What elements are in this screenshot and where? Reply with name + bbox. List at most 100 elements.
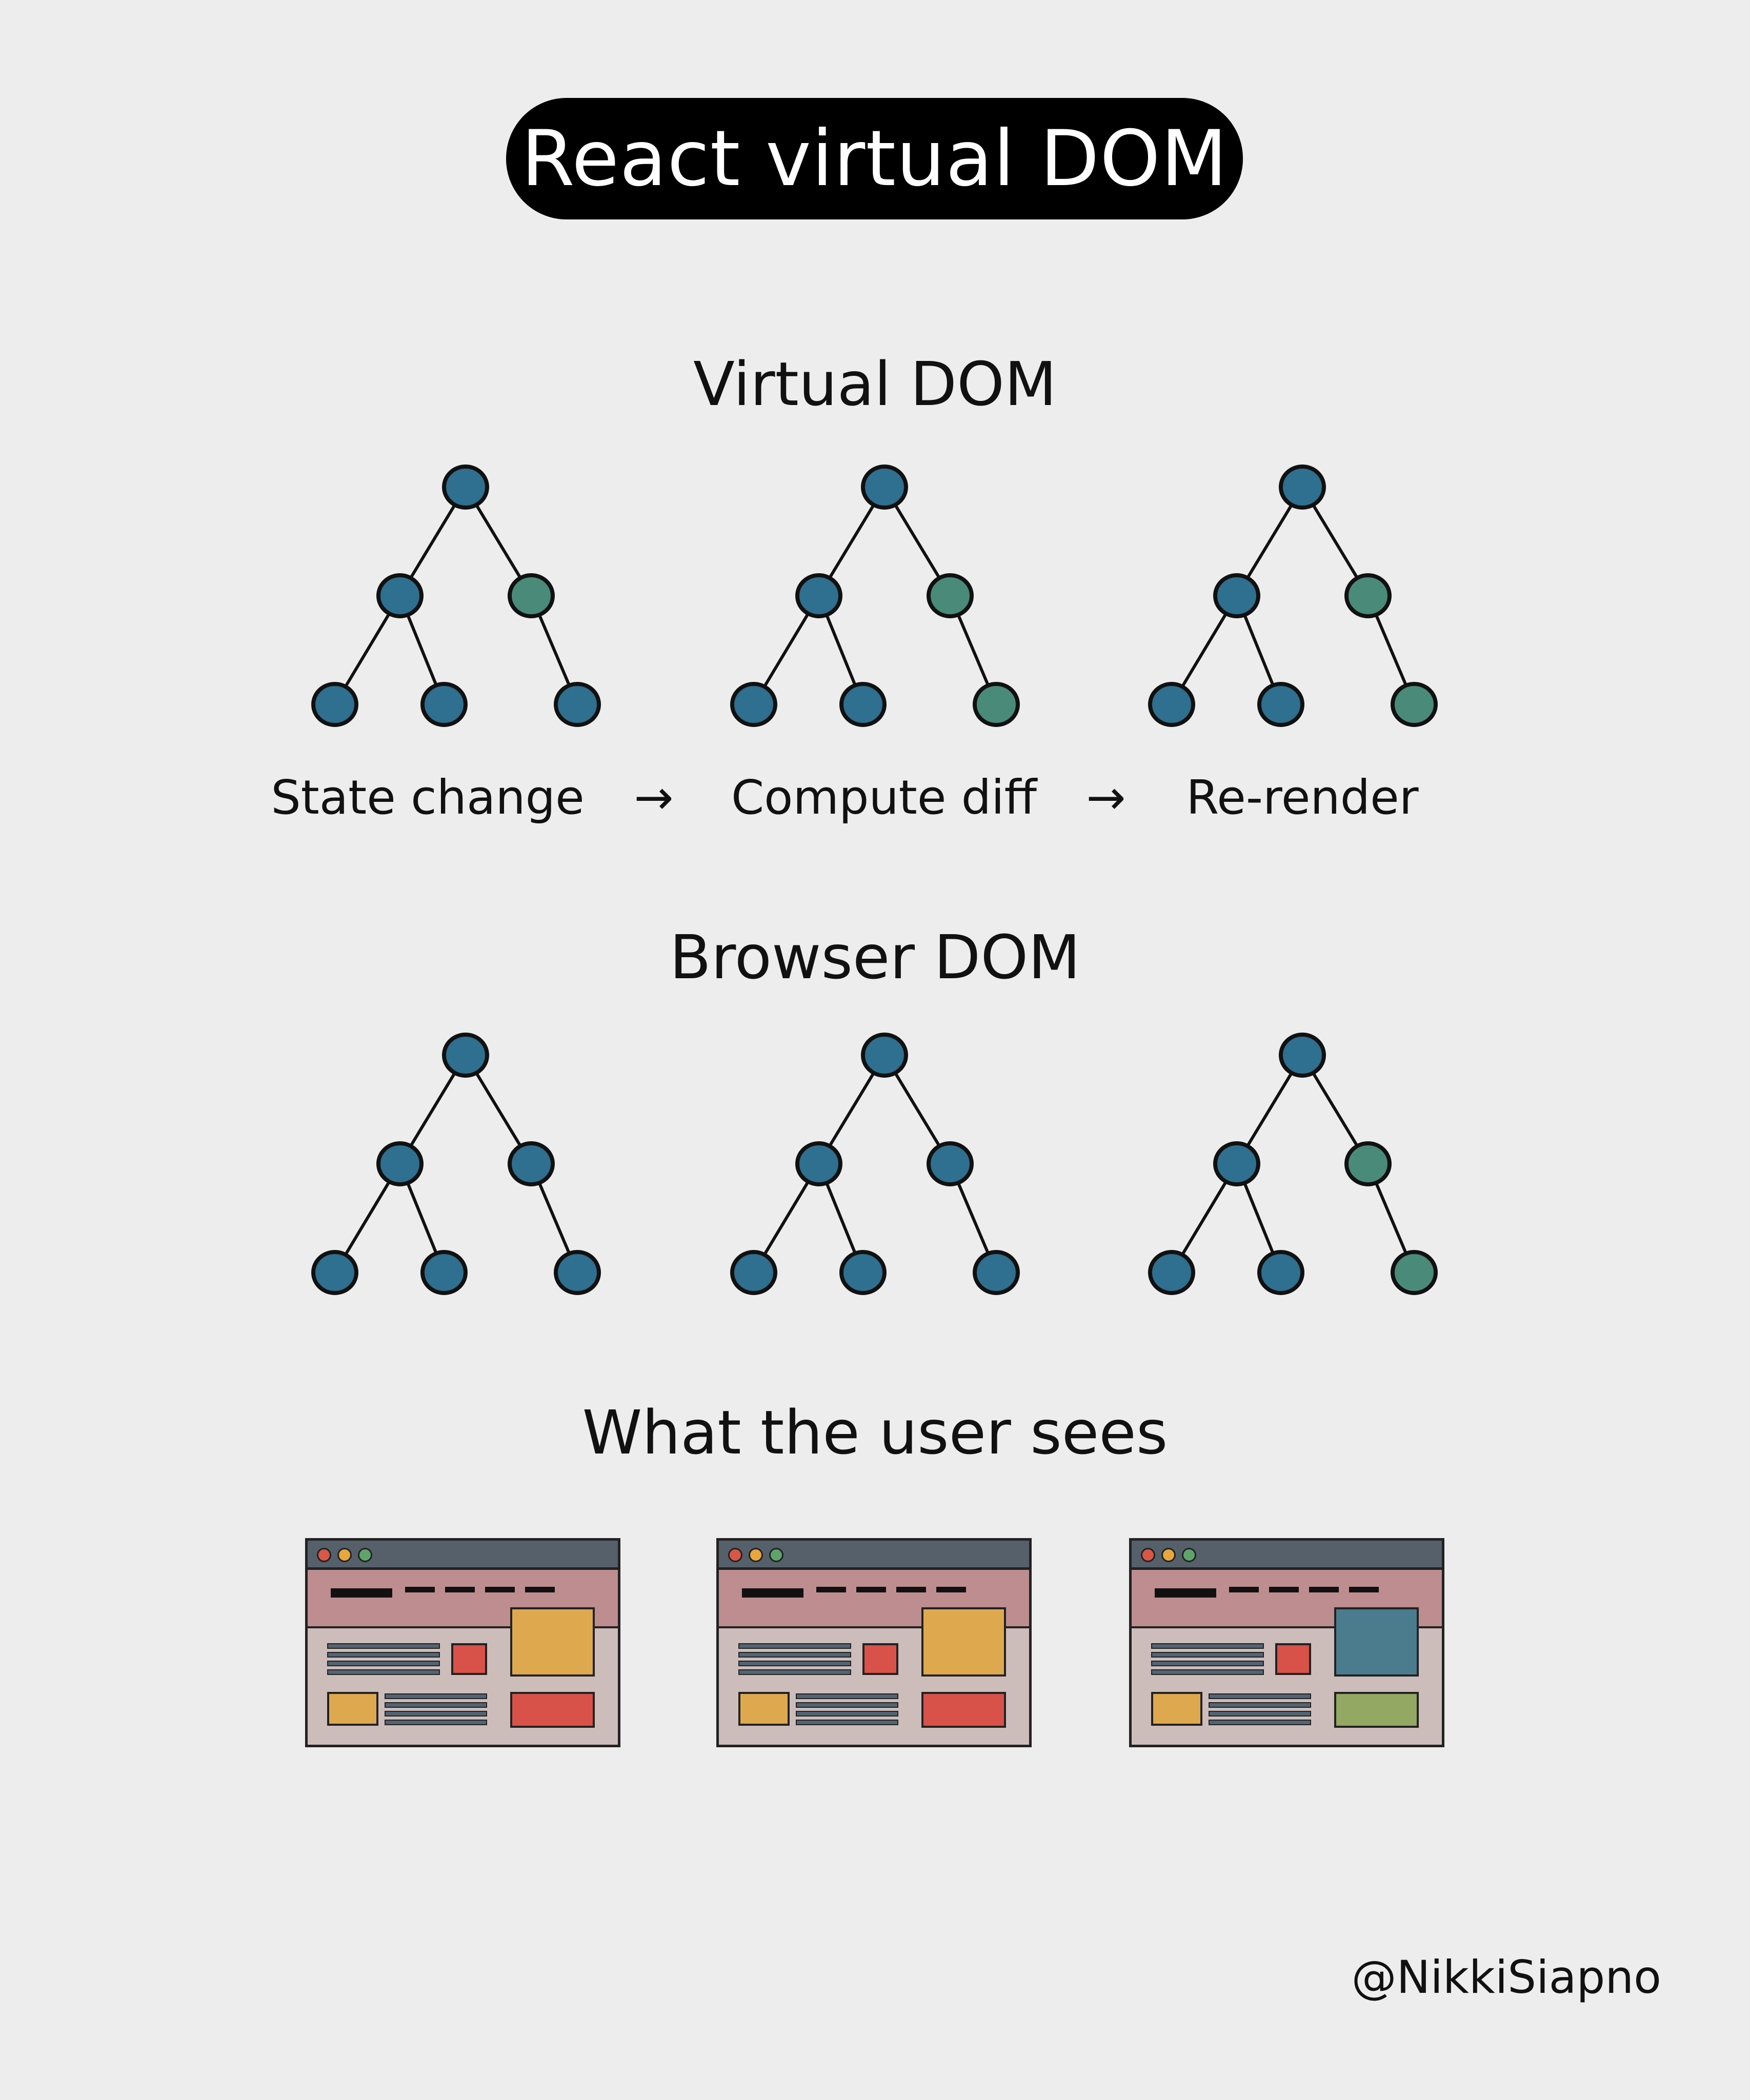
leaf-node-b	[839, 682, 887, 727]
nav-placeholder	[856, 1587, 886, 1592]
root-node	[442, 465, 489, 510]
dom-tree	[730, 465, 1020, 727]
nav-placeholder	[896, 1587, 926, 1592]
leaf-node-b	[420, 682, 468, 727]
dom-tree	[311, 465, 601, 727]
nav-placeholder	[445, 1587, 475, 1592]
nav-placeholder	[1349, 1587, 1379, 1592]
logo-placeholder	[1155, 1588, 1216, 1598]
nav-placeholder	[485, 1587, 515, 1592]
root-node	[861, 1033, 908, 1078]
hero-block	[1334, 1607, 1419, 1677]
accent-block	[510, 1692, 595, 1728]
window-titlebar	[1132, 1541, 1442, 1570]
maximize-dot-icon	[1182, 1548, 1196, 1562]
child-node-left	[1213, 1141, 1260, 1186]
dom-tree	[311, 1033, 601, 1295]
child-node-left	[1213, 573, 1260, 618]
user-view-heading: What the user sees	[582, 1397, 1168, 1468]
small-block	[862, 1643, 898, 1675]
text-lines	[738, 1643, 851, 1678]
step-compute-diff: Compute diff	[731, 770, 1037, 825]
child-node-right	[927, 1141, 974, 1186]
leaf-node-b	[420, 1250, 468, 1295]
virtual-dom-heading: Virtual DOM	[693, 349, 1057, 419]
text-lines	[327, 1643, 440, 1678]
dom-tree	[1148, 1033, 1438, 1295]
leaf-node-a	[1148, 682, 1195, 727]
root-node	[1279, 1033, 1326, 1078]
close-dot-icon	[728, 1548, 742, 1562]
minimize-dot-icon	[1161, 1548, 1176, 1562]
root-node	[1279, 465, 1326, 510]
logo-placeholder	[331, 1588, 392, 1598]
nav-placeholder	[525, 1587, 555, 1592]
child-node-right	[1344, 573, 1392, 618]
page-header-block	[1132, 1570, 1442, 1628]
small-block	[451, 1643, 487, 1675]
leaf-node-b	[1257, 682, 1304, 727]
window-titlebar	[308, 1541, 618, 1570]
text-lines	[1151, 1643, 1264, 1678]
text-lines	[1209, 1693, 1311, 1728]
small-block	[327, 1692, 378, 1726]
browser-window-illustration	[305, 1538, 620, 1747]
accent-block	[1334, 1692, 1419, 1728]
leaf-node-c	[554, 682, 601, 727]
minimize-dot-icon	[337, 1548, 352, 1562]
child-node-left	[376, 573, 424, 618]
browser-dom-trees	[311, 1033, 1438, 1295]
hero-block	[510, 1607, 595, 1677]
child-node-right	[927, 573, 974, 618]
leaf-node-c	[973, 682, 1020, 727]
title-banner: React virtual DOM	[506, 98, 1243, 219]
leaf-node-a	[730, 682, 777, 727]
nav-placeholder	[816, 1587, 846, 1592]
small-block	[738, 1692, 790, 1726]
small-block	[1275, 1643, 1311, 1675]
arrow-icon: →	[634, 770, 674, 825]
leaf-node-b	[839, 1250, 887, 1295]
step-re-render: Re-render	[1186, 770, 1419, 825]
leaf-node-a	[1148, 1250, 1195, 1295]
leaf-node-c	[1391, 682, 1438, 727]
dom-tree	[730, 1033, 1020, 1295]
browser-window-illustration	[1129, 1538, 1444, 1747]
leaf-node-b	[1257, 1250, 1304, 1295]
dom-tree	[1148, 465, 1438, 727]
leaf-node-c	[554, 1250, 601, 1295]
child-node-left	[795, 1141, 842, 1186]
child-node-right	[508, 573, 555, 618]
child-node-left	[376, 1141, 424, 1186]
leaf-node-a	[311, 1250, 358, 1295]
step-state-change: State change	[271, 770, 585, 825]
child-node-right	[508, 1141, 555, 1186]
child-node-left	[795, 573, 842, 618]
arrow-icon: →	[1086, 770, 1126, 825]
page-title: React virtual DOM	[521, 114, 1228, 204]
hero-block	[921, 1607, 1006, 1677]
close-dot-icon	[317, 1548, 331, 1562]
leaf-node-a	[311, 682, 358, 727]
maximize-dot-icon	[358, 1548, 372, 1562]
small-block	[1151, 1692, 1202, 1726]
browser-dom-heading: Browser DOM	[669, 922, 1081, 993]
logo-placeholder	[742, 1588, 803, 1598]
nav-placeholder	[405, 1587, 435, 1592]
nav-placeholder	[1229, 1587, 1259, 1592]
text-lines	[385, 1693, 487, 1728]
text-lines	[796, 1693, 898, 1728]
nav-placeholder	[1269, 1587, 1299, 1592]
root-node	[442, 1033, 489, 1078]
author-signature: @NikkiSiapno	[1351, 1951, 1661, 2004]
child-node-right	[1344, 1141, 1392, 1186]
browser-window-illustration	[716, 1538, 1032, 1747]
leaf-node-a	[730, 1250, 777, 1295]
nav-placeholder	[936, 1587, 966, 1592]
maximize-dot-icon	[769, 1548, 783, 1562]
leaf-node-c	[1391, 1250, 1438, 1295]
nav-placeholder	[1309, 1587, 1339, 1592]
leaf-node-c	[973, 1250, 1020, 1295]
virtual-dom-trees	[311, 465, 1438, 727]
minimize-dot-icon	[749, 1548, 763, 1562]
